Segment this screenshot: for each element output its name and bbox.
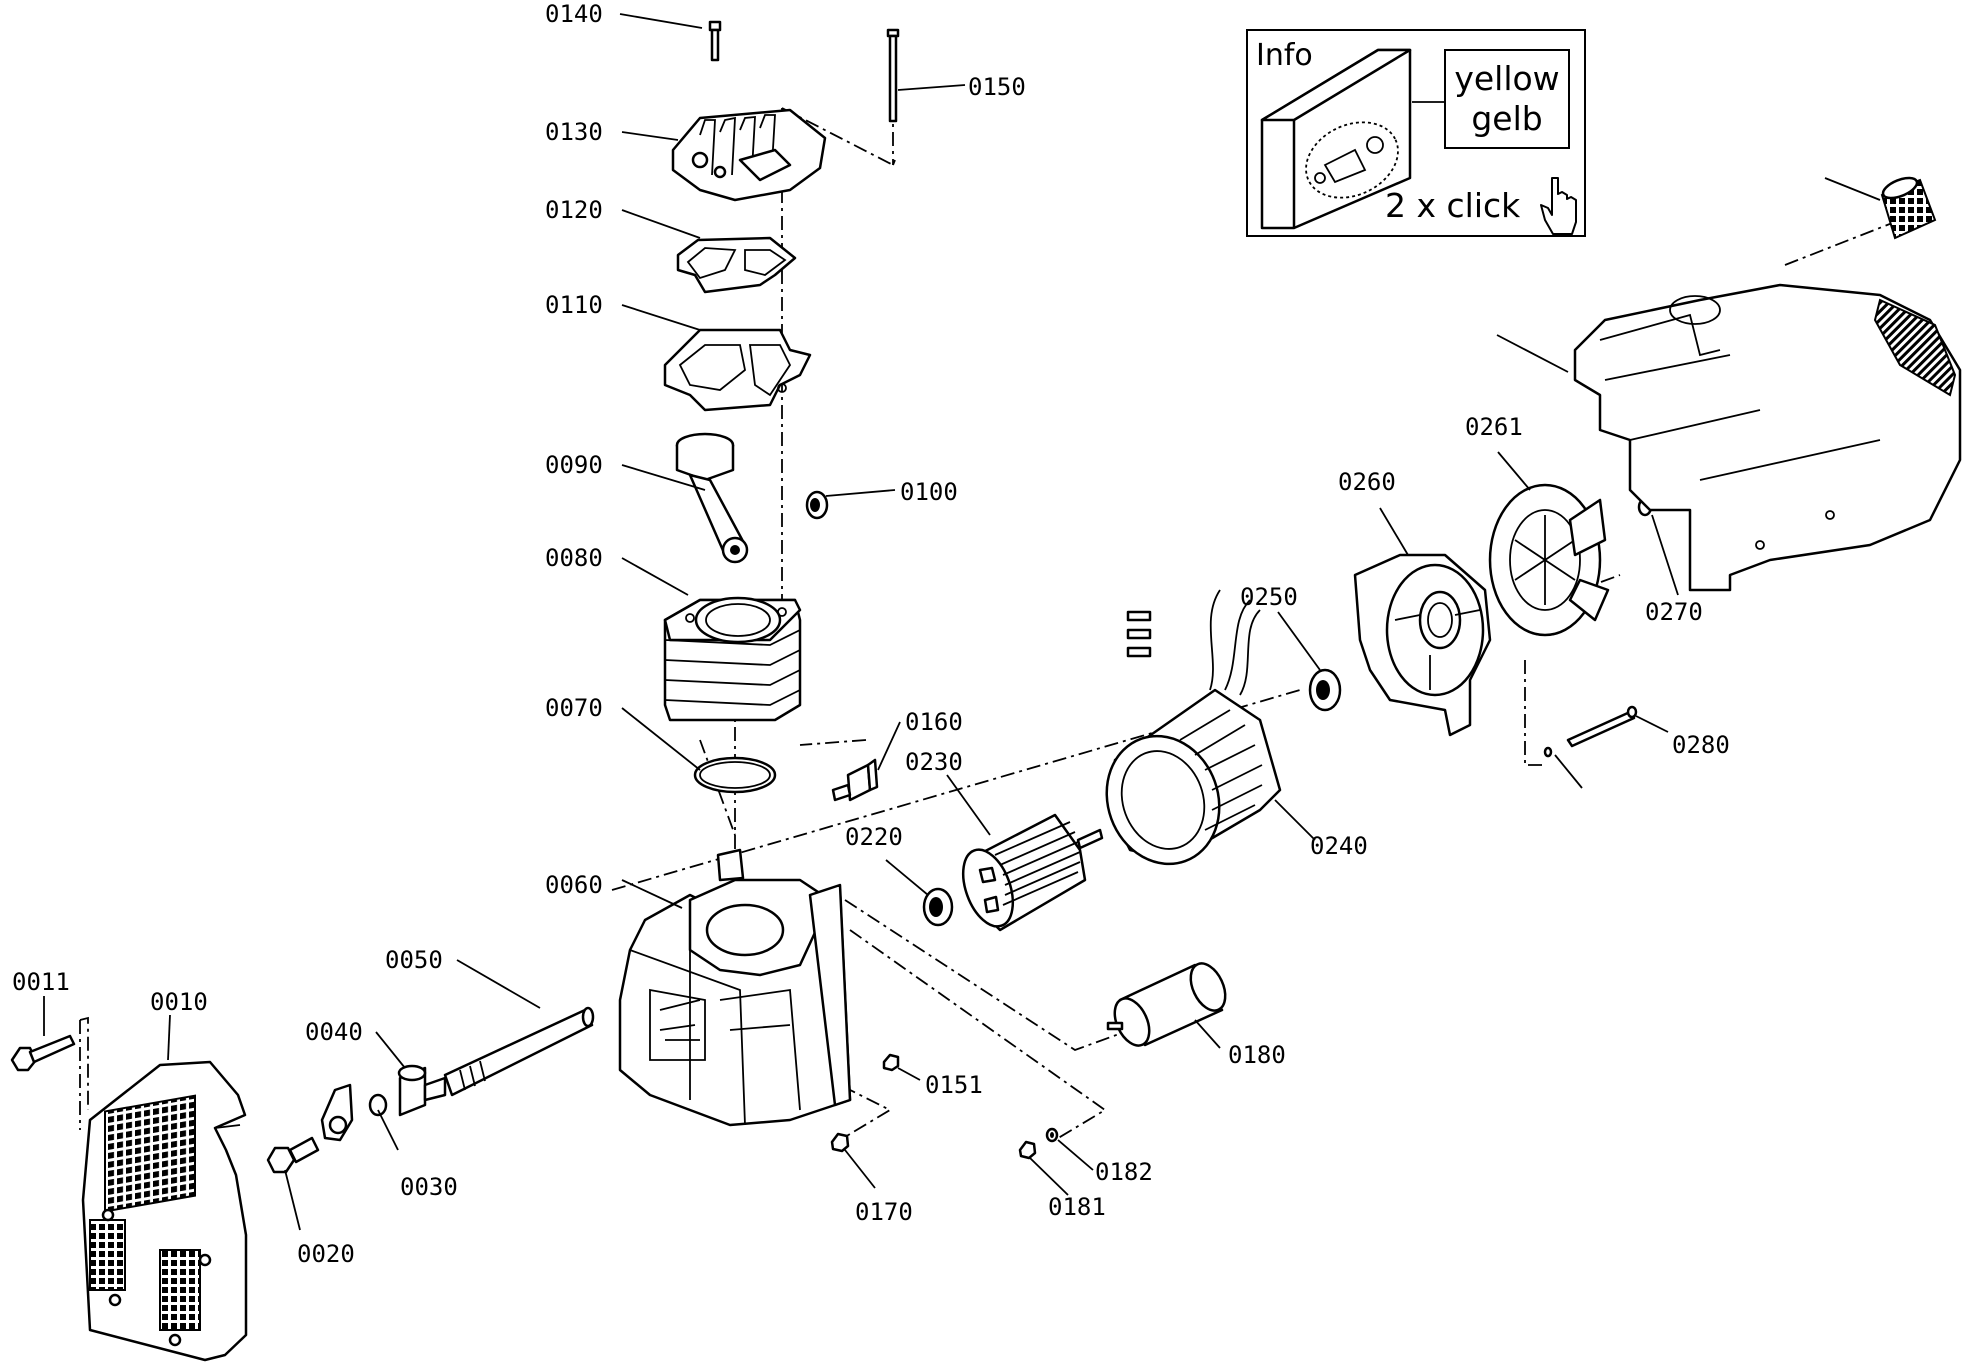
valve-plate-0110[interactable] [663,328,812,412]
label-0210[interactable]: 0240 [1310,832,1368,860]
washer-0182[interactable] [1045,1127,1059,1143]
long-bolt-0150[interactable] [886,28,900,123]
nut-0151[interactable] [882,1053,900,1072]
yellow-gelb-button[interactable]: yellow gelb [1444,49,1570,149]
info-box: Info yellow gelb 2 x click [1246,29,1586,237]
label-0130[interactable]: 0130 [545,118,603,146]
label-0050[interactable]: 0050 [385,946,443,974]
leader-lines [43,13,1881,1231]
label-0180[interactable]: 0180 [1228,1041,1286,1069]
bearing-0190[interactable] [922,887,954,927]
bearing-0100[interactable] [805,490,829,520]
catalogue-box-image [1260,48,1412,230]
label-0182[interactable]: 0182 [1095,1158,1153,1186]
label-0240[interactable]: 0261 [1465,413,1523,441]
label-0140[interactable]: 0140 [545,0,603,28]
nut-0170[interactable] [830,1132,850,1153]
piston-rod-0090[interactable] [675,432,749,564]
bearing-0220[interactable] [1308,668,1342,712]
label-0181[interactable]: 0181 [1048,1193,1106,1221]
label-0080[interactable]: 0080 [545,544,603,572]
assembly-axes [79,105,1901,1141]
label-0020[interactable]: 0020 [297,1240,355,1268]
clamp-0030[interactable] [320,1083,388,1142]
rotor-0200[interactable] [954,813,1104,933]
label-0100[interactable]: 0100 [900,478,958,506]
gasket-0120[interactable] [676,236,797,294]
sleeve-0040[interactable] [397,1064,447,1117]
label-0060[interactable]: 0060 [545,871,603,899]
double-click-hint: 2 x click [1385,186,1521,225]
screw-0011[interactable] [10,1034,76,1072]
capacitor-0180[interactable] [1106,958,1232,1051]
crankcase-0060[interactable] [618,848,852,1127]
front-cover-grille[interactable] [81,1060,248,1362]
label-0230[interactable]: 0260 [1338,468,1396,496]
label-0160[interactable]: 0160 [905,708,963,736]
label-0250[interactable]: 0270 [1645,598,1703,626]
shaft-0050[interactable] [443,1006,595,1097]
label-0010[interactable]: 0010 [150,988,208,1016]
end-shield-0230[interactable] [1353,553,1492,737]
nut-0181[interactable] [1018,1140,1037,1160]
label-0170[interactable]: 0170 [855,1198,913,1226]
label-0090[interactable]: 0090 [545,451,603,479]
label-0110[interactable]: 0110 [545,291,603,319]
bolt-0260[interactable] [1566,705,1638,748]
label-0150[interactable]: 0150 [968,73,1026,101]
cylinder-0080[interactable] [663,596,802,722]
label-0040[interactable]: 0040 [305,1018,363,1046]
bolt-0140[interactable] [708,20,722,62]
washer-0261[interactable] [1543,746,1553,758]
label-0220[interactable]: 0250 [1240,583,1298,611]
label-0011[interactable]: 0011 [12,968,70,996]
stator-0210[interactable] [1089,589,1282,880]
fan-0240[interactable] [1488,483,1610,637]
label-0260[interactable]: 0280 [1672,731,1730,759]
label-0200[interactable]: 0230 [905,748,963,776]
button-label-gelb: gelb [1471,99,1542,138]
o-ring-0070[interactable] [693,756,777,794]
hand-pointer-icon [1540,177,1577,235]
motor-cover-0270[interactable] [1573,283,1962,592]
bolt-0020[interactable] [266,1136,320,1174]
label-0030[interactable]: 0030 [400,1173,458,1201]
cylinder-head-0130[interactable] [671,108,827,202]
label-0070[interactable]: 0070 [545,694,603,722]
part-labels: 0140 0150 0130 0120 0110 0090 0100 0080 … [12,0,1730,1268]
label-0190[interactable]: 0220 [845,823,903,851]
label-0151[interactable]: 0151 [925,1071,983,1099]
filter-0280[interactable] [1880,174,1937,240]
label-0120[interactable]: 0120 [545,196,603,224]
info-title: Info [1256,38,1313,73]
plug-0160[interactable] [831,758,879,802]
button-label-yellow: yellow [1454,59,1559,98]
